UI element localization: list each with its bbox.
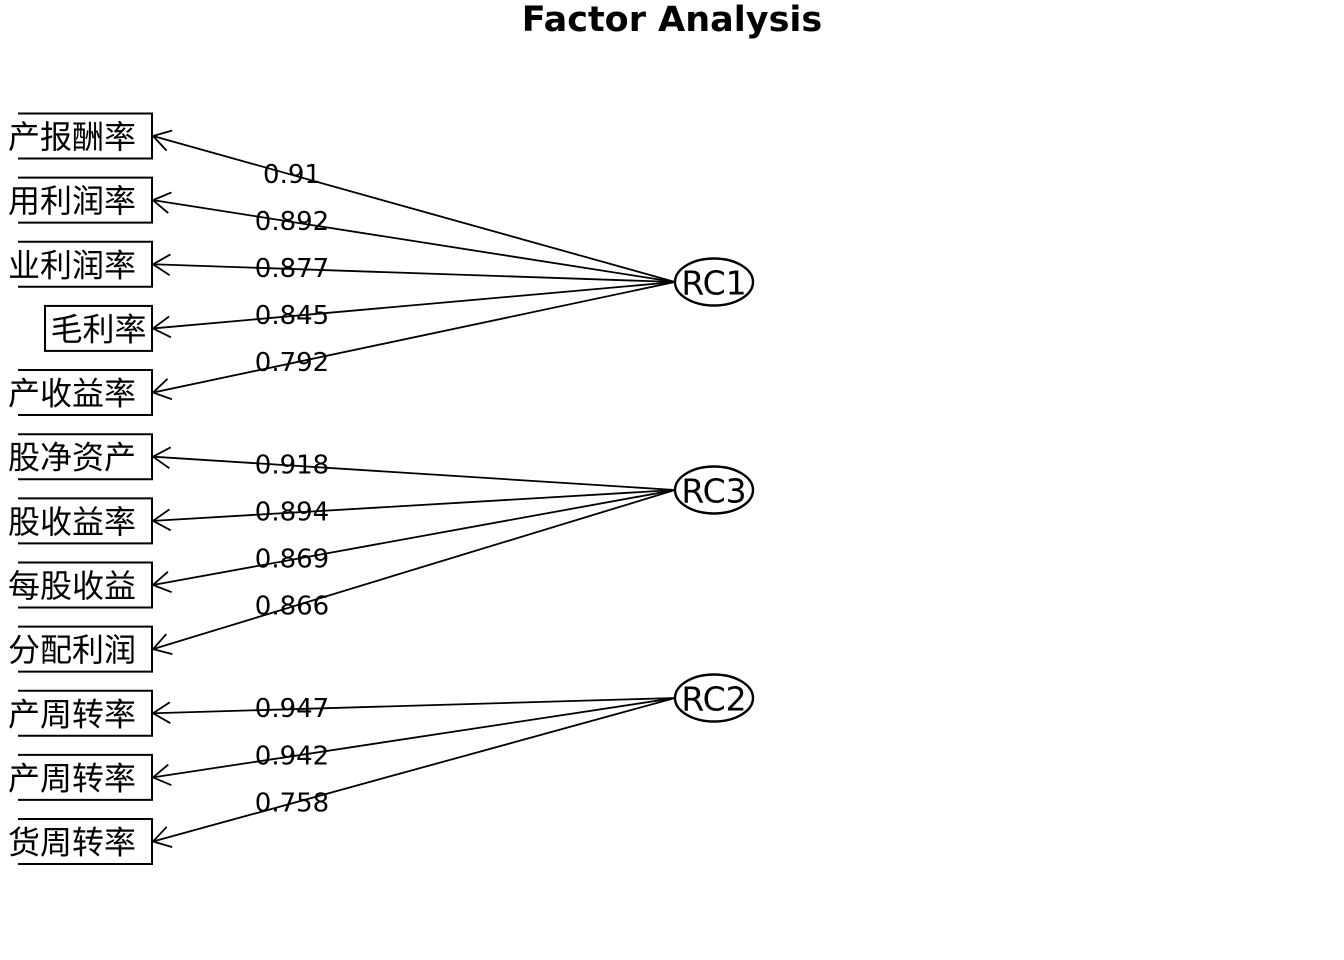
variable-box [18,497,153,545]
loading-value: 0.918 [255,451,329,481]
loading-line [152,199,676,283]
loading-line [152,281,676,394]
arrowhead-icon [152,191,172,201]
arrowhead-icon [152,129,173,137]
loading-line [152,489,676,586]
variable-box [18,112,153,160]
arrowhead-icon [152,763,169,779]
loading-value: 0.869 [255,545,329,575]
arrowhead-icon [152,253,171,266]
arrowhead-icon [152,826,168,843]
arrowhead-icon [152,520,172,532]
variable-label: 产收益率 [8,375,136,413]
loading-value: 0.942 [255,741,329,771]
variable-box [18,818,153,866]
loading-line [152,697,676,779]
loading-line [152,455,676,491]
arrowhead-icon [152,508,170,522]
arrowhead-icon [152,776,172,787]
loading-value: 0.947 [255,694,329,724]
arrowhead-icon [152,712,171,724]
variable-box [18,176,153,224]
arrowhead-icon [152,315,170,330]
arrowhead-icon [152,446,172,458]
variable-label: 每股收益 [8,567,136,605]
loading-value: 0.877 [255,254,329,284]
arrowhead-icon [152,327,172,339]
variable-box [18,433,153,481]
loading-value: 0.792 [255,348,329,378]
variable-box [18,561,153,609]
arrowhead-icon [152,570,169,586]
arrowhead-icon [152,263,171,277]
variable-label: 产周转率 [8,695,136,733]
variable-label: 股净资产 [8,439,136,477]
factor-ellipse [673,465,755,515]
arrowhead-icon [152,701,171,715]
loading-line [152,263,676,283]
page-title: Factor Analysis [522,0,823,40]
arrowhead-icon [152,135,168,152]
loading-value: 0.91 [263,160,321,190]
arrowhead-icon [152,648,173,656]
arrowhead-icon [152,378,169,394]
loading-line [152,135,676,283]
loading-line [152,281,676,330]
arrowhead-icon [152,840,173,848]
loading-line [152,489,676,650]
factor-ellipse [673,257,755,307]
arrowhead-icon [152,633,167,650]
variable-label: 分配利润 [8,631,136,669]
variable-label: 用利润率 [8,182,136,220]
arrowhead-icon [152,391,173,401]
loading-value: 0.758 [255,788,329,818]
loading-line [152,697,676,843]
variables-layer: 产报酬率用利润率业利润率毛利率产收益率股净资产股收益率每股收益分配利润产周转率产… [8,112,153,866]
loading-value: 0.894 [255,498,329,528]
variable-label: 业利润率 [8,246,136,284]
variable-box [18,369,153,417]
variable-box [18,689,153,737]
loading-value: 0.866 [255,592,329,622]
variable-box [18,240,153,288]
arrowhead-icon [152,455,170,469]
variable-box [44,304,153,352]
factor-label: RC1 [681,264,746,303]
variable-box [18,625,153,673]
loading-value: 0.892 [255,207,329,237]
variable-label: 产报酬率 [8,118,136,156]
edges-layer: 0.91 0.892 0.877 0.845 0.792 0.918 0.894 0.869 0… [152,129,676,848]
variable-label: 股收益率 [8,503,136,541]
factor-label: RC3 [681,472,746,511]
loading-line [152,489,676,522]
arrowhead-icon [152,199,169,214]
variable-label: 产周转率 [8,759,136,797]
loading-value: 0.845 [255,301,329,331]
variable-label: 毛利率 [50,310,146,348]
factor-label: RC2 [681,680,746,719]
arrowhead-icon [152,584,172,594]
loading-line [152,697,676,715]
variable-box [18,753,153,801]
factor-ellipse [673,673,755,723]
variable-label: 货周转率 [8,824,136,862]
